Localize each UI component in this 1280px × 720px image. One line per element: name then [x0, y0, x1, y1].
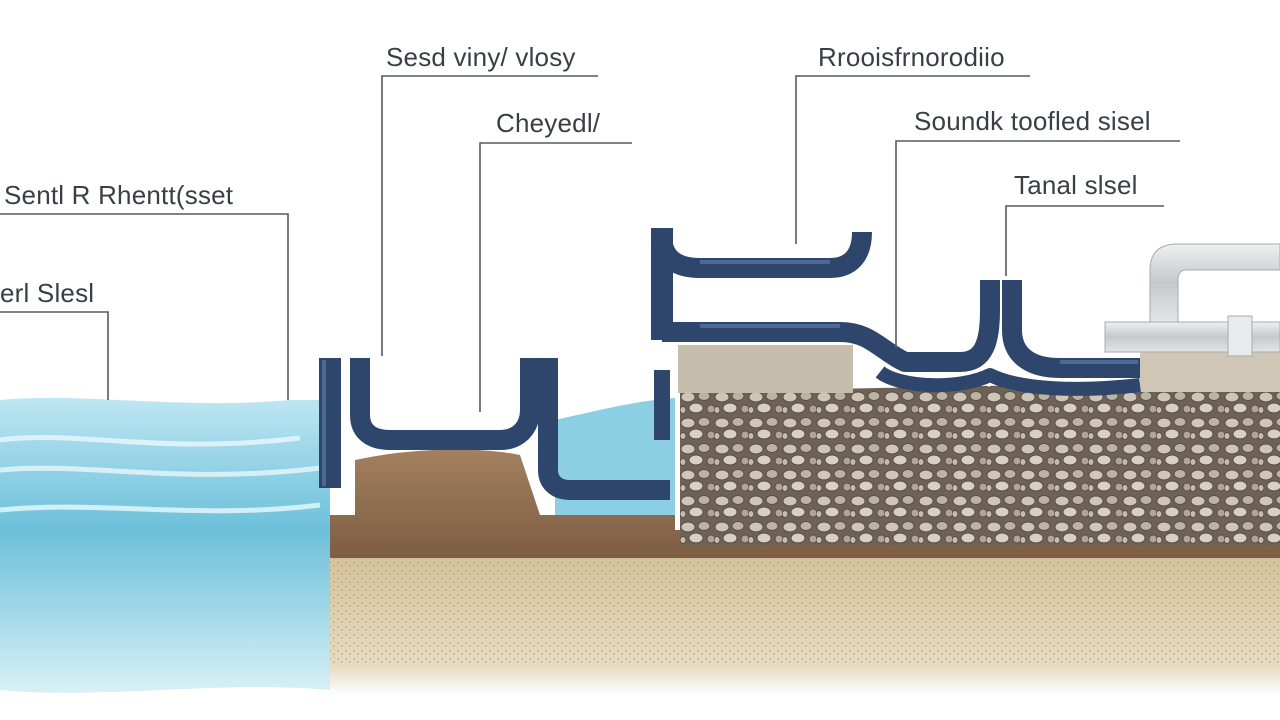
leader-seal-vinyl	[381, 75, 598, 356]
leader-reinforced	[795, 75, 1030, 244]
leader-lines	[0, 75, 1180, 412]
label-steel-left: erl Slesl	[0, 278, 95, 308]
steel-pipe-collar	[1227, 315, 1253, 357]
leader-steel-left	[0, 311, 109, 400]
label-tanal-steel: Tanal slsel	[1014, 170, 1138, 200]
pipe-left-u-inner	[350, 358, 540, 450]
pipe-left-drop	[538, 358, 670, 500]
leader-bounded	[895, 140, 1180, 348]
leader-chevron	[479, 142, 632, 412]
steel-pipe-horizontal	[1104, 321, 1280, 353]
blue-pipe-highlights	[322, 260, 1138, 486]
label-chevron: Cheyedl/	[496, 108, 601, 138]
pipe-middle-top-arc	[652, 231, 872, 278]
label-bounded-steel: Soundk toofled sisel	[914, 106, 1151, 136]
gravel-layer	[680, 380, 1280, 545]
blue-pipe-network	[319, 228, 1141, 500]
label-reinforced: Rrooisfrnorodiio	[818, 42, 1005, 72]
water-wave-lines	[0, 435, 321, 514]
pipe-middle-lower	[662, 280, 1000, 372]
sand-texture	[330, 555, 1280, 665]
steel-pipe-elbow	[1149, 243, 1280, 323]
pipe-lower-arc	[875, 366, 1141, 396]
leader-tanal	[1005, 205, 1164, 276]
concrete-slab-right	[1140, 352, 1280, 392]
concrete-slab-left	[678, 345, 853, 393]
leader-scent	[0, 213, 289, 400]
label-scent-rhemtt: Sentl R Rhentt(sset	[4, 180, 234, 210]
label-seal-vinyl: Sesd viny/ vlosy	[386, 42, 576, 72]
pipe-middle-right	[1002, 280, 1140, 378]
